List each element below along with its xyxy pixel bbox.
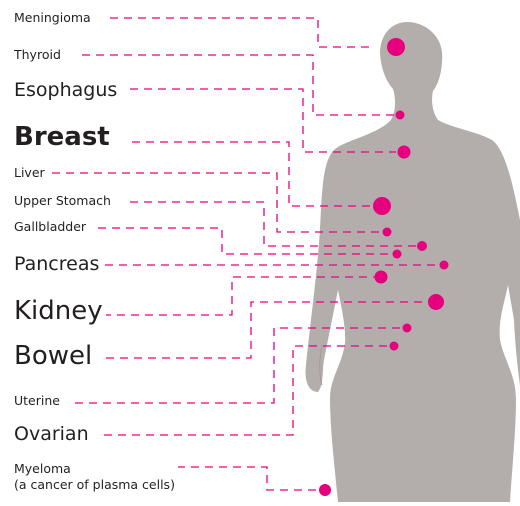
label-esophagus: Esophagus — [14, 81, 120, 100]
marker-dot-meningioma — [387, 38, 405, 56]
label-kidney: Kidney — [14, 298, 106, 324]
marker-dot-liver — [383, 228, 392, 237]
label-uterine: Uterine — [14, 395, 63, 408]
marker-dot-esophagus — [398, 146, 411, 159]
label-myeloma-note: (a cancer of plasma cells) — [14, 477, 175, 492]
label-pancreas: Pancreas — [14, 255, 102, 274]
marker-dot-bowel — [428, 294, 444, 310]
marker-dot-breast — [373, 197, 391, 215]
label-thyroid: Thyroid — [14, 49, 64, 62]
marker-dot-uterine — [403, 324, 412, 333]
label-myeloma-name: Myeloma — [14, 461, 71, 476]
label-breast: Breast — [14, 124, 113, 150]
marker-dot-myeloma — [319, 484, 331, 496]
label-bowel: Bowel — [14, 343, 95, 369]
leader-line-meningioma — [110, 18, 372, 47]
label-liver: Liver — [14, 167, 48, 180]
label-meningioma: Meningioma — [14, 12, 94, 25]
label-gallbladder: Gallbladder — [14, 221, 89, 234]
marker-dot-thyroid — [396, 111, 405, 120]
marker-dot-pancreas — [440, 261, 449, 270]
leader-line-thyroid — [82, 55, 395, 115]
label-upper-stomach: Upper Stomach — [14, 195, 114, 208]
label-myeloma: Myeloma (a cancer of plasma cells) — [14, 461, 178, 492]
marker-dot-gallbladder — [393, 250, 402, 259]
label-ovarian: Ovarian — [14, 425, 92, 444]
marker-dot-ovarian — [390, 342, 399, 351]
marker-dot-upper-stomach — [417, 241, 427, 251]
body-silhouette — [306, 22, 520, 502]
marker-dot-kidney — [375, 271, 388, 284]
